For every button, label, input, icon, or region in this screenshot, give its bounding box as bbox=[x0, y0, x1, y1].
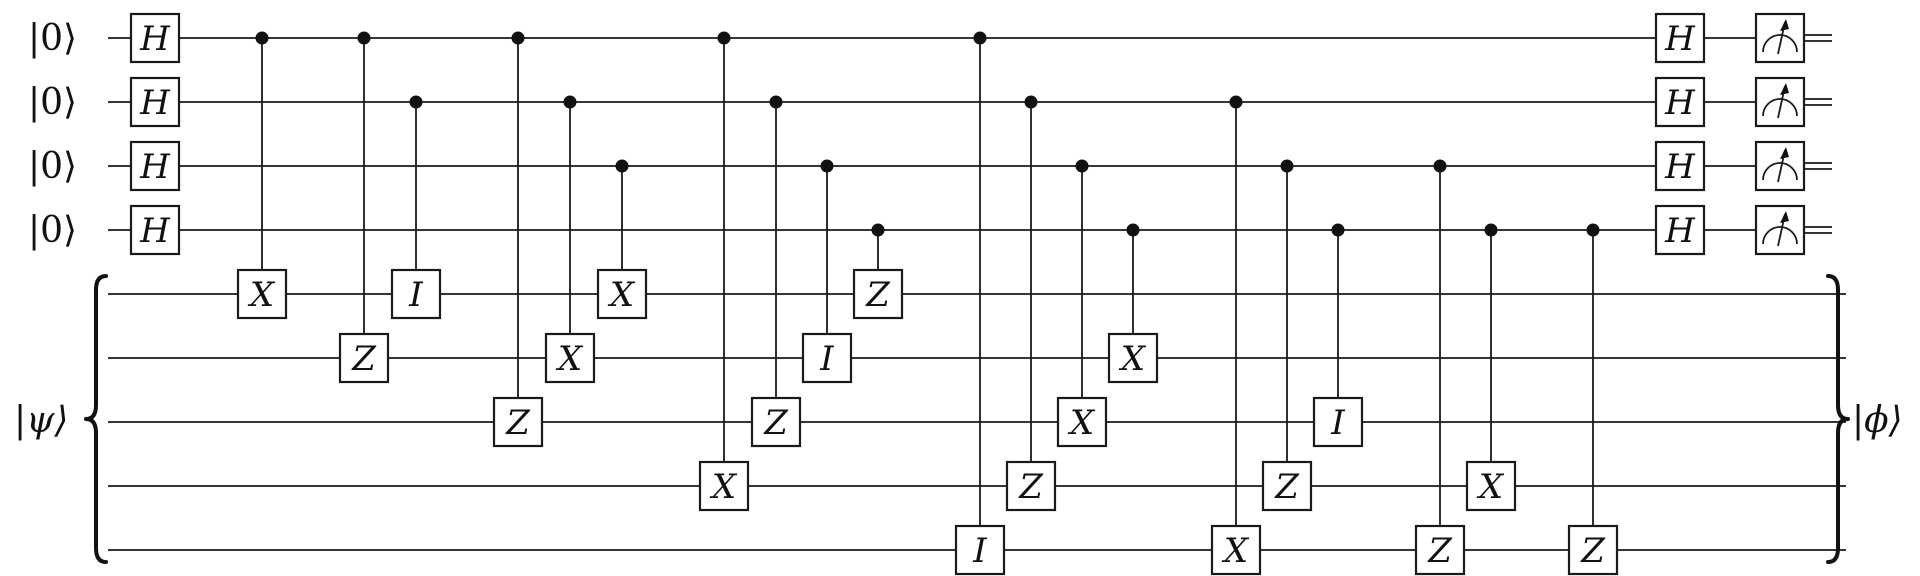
control-dot-10 bbox=[973, 31, 987, 45]
controlled-gate-8: I bbox=[801, 332, 853, 384]
controlled-gate-10: I bbox=[954, 524, 1006, 576]
controlled-gate-18: X bbox=[1465, 460, 1517, 512]
controlled-gate-0: X bbox=[236, 268, 288, 320]
controlled-gate-12: X bbox=[1056, 396, 1108, 448]
qubit-1-input-label: |0⟩ bbox=[28, 82, 77, 123]
labels-layer: |0⟩ |0⟩ |0⟩ |0⟩ |ψ⟩ |ϕ⟩ bbox=[14, 18, 1903, 441]
controlled-gate-8-label: I bbox=[819, 339, 834, 379]
control-connections bbox=[261, 38, 1594, 526]
measurement-meter-icon bbox=[1754, 76, 1806, 128]
control-dot-8 bbox=[820, 159, 834, 173]
controlled-gate-7-label: Z bbox=[763, 403, 789, 443]
hadamard-gate-out-3-label: H bbox=[1664, 211, 1696, 251]
controlled-gate-15-label: Z bbox=[1274, 467, 1300, 507]
controlled-gate-18-label: X bbox=[1476, 467, 1505, 507]
controlled-gate-19-label: Z bbox=[1580, 531, 1606, 571]
controlled-gate-5: X bbox=[596, 268, 648, 320]
controlled-gate-14-label: X bbox=[1221, 531, 1250, 571]
qubit-3-input-label: |0⟩ bbox=[28, 210, 77, 251]
controlled-gate-11: Z bbox=[1005, 460, 1057, 512]
hadamard-gate-out-0-label: H bbox=[1664, 19, 1696, 59]
controlled-gate-1-label: Z bbox=[351, 339, 377, 379]
controlled-gate-4-label: X bbox=[555, 339, 584, 379]
hadamard-gate-out-1: H bbox=[1654, 76, 1706, 128]
controlled-gate-6-label: X bbox=[709, 467, 738, 507]
hadamard-gate-out-1-label: H bbox=[1664, 83, 1696, 123]
psi-register-label: |ψ⟩ bbox=[14, 400, 68, 441]
controlled-gate-19: Z bbox=[1567, 524, 1619, 576]
control-dot-6 bbox=[717, 31, 731, 45]
control-dot-12 bbox=[1075, 159, 1089, 173]
control-dot-17 bbox=[1433, 159, 1447, 173]
controlled-gate-5-label: X bbox=[607, 275, 636, 315]
hadamard-gate-in-2: H bbox=[129, 140, 181, 192]
control-dot-18 bbox=[1484, 223, 1498, 237]
controlled-gate-9-label: Z bbox=[865, 275, 891, 315]
control-dot-3 bbox=[511, 31, 525, 45]
measurement-meter-icon bbox=[1754, 12, 1806, 64]
control-dot-0 bbox=[255, 31, 269, 45]
control-dot-9 bbox=[871, 223, 885, 237]
control-dot-11 bbox=[1024, 95, 1038, 109]
control-dot-19 bbox=[1586, 223, 1600, 237]
hadamard-gate-in-3-label: H bbox=[139, 211, 171, 251]
hadamard-gate-in-0-label: H bbox=[139, 19, 171, 59]
controlled-gate-3: Z bbox=[492, 396, 544, 448]
circuit-wires bbox=[108, 34, 1846, 551]
register-braces bbox=[84, 274, 1850, 564]
hadamard-gate-in-0: H bbox=[129, 12, 181, 64]
hadamard-gate-in-3: H bbox=[129, 204, 181, 256]
control-dot-5 bbox=[615, 159, 629, 173]
controlled-gate-1: Z bbox=[338, 332, 390, 384]
hadamard-gate-out-0: H bbox=[1654, 12, 1706, 64]
hadamard-gate-in-1: H bbox=[129, 76, 181, 128]
measurement-meter-icon bbox=[1754, 204, 1806, 256]
left-brace bbox=[84, 274, 108, 564]
controlled-gate-7: Z bbox=[750, 396, 802, 448]
right-brace bbox=[1826, 274, 1850, 564]
controlled-gate-17-label: Z bbox=[1427, 531, 1453, 571]
qubit-0-input-label: |0⟩ bbox=[28, 18, 77, 59]
controlled-gate-16-label: I bbox=[1330, 403, 1345, 443]
hadamard-gate-out-2-label: H bbox=[1664, 147, 1696, 187]
hadamard-gate-out-3: H bbox=[1654, 204, 1706, 256]
controlled-gate-3-label: Z bbox=[505, 403, 531, 443]
control-dot-14 bbox=[1229, 95, 1243, 109]
controlled-gate-17: Z bbox=[1414, 524, 1466, 576]
controlled-gate-15: Z bbox=[1261, 460, 1313, 512]
controlled-gate-13-label: X bbox=[1118, 339, 1147, 379]
controlled-gate-2: I bbox=[390, 268, 442, 320]
controlled-gate-2-label: I bbox=[408, 275, 423, 315]
controlled-gate-6: X bbox=[698, 460, 750, 512]
control-dot-1 bbox=[357, 31, 371, 45]
controlled-gate-14: X bbox=[1210, 524, 1262, 576]
qubit-2-input-label: |0⟩ bbox=[28, 146, 77, 187]
hadamard-gate-in-2-label: H bbox=[139, 147, 171, 187]
measurement-meter-icon bbox=[1754, 140, 1806, 192]
control-dot-4 bbox=[563, 95, 577, 109]
controlled-gate-12-label: X bbox=[1067, 403, 1096, 443]
hadamard-gate-in-1-label: H bbox=[139, 83, 171, 123]
controlled-gate-4: X bbox=[544, 332, 596, 384]
control-dot-15 bbox=[1280, 159, 1294, 173]
control-dot-13 bbox=[1126, 223, 1140, 237]
controlled-gate-11-label: Z bbox=[1018, 467, 1044, 507]
controlled-gate-9: Z bbox=[852, 268, 904, 320]
controlled-gate-0-label: X bbox=[247, 275, 276, 315]
controlled-gate-13: X bbox=[1107, 332, 1159, 384]
phi-register-label: |ϕ⟩ bbox=[1852, 400, 1903, 441]
hadamard-gate-out-2: H bbox=[1654, 140, 1706, 192]
controlled-gate-16: I bbox=[1312, 396, 1364, 448]
control-dot-16 bbox=[1331, 223, 1345, 237]
control-dot-7 bbox=[769, 95, 783, 109]
controlled-gate-10-label: I bbox=[972, 531, 987, 571]
control-dot-2 bbox=[409, 95, 423, 109]
